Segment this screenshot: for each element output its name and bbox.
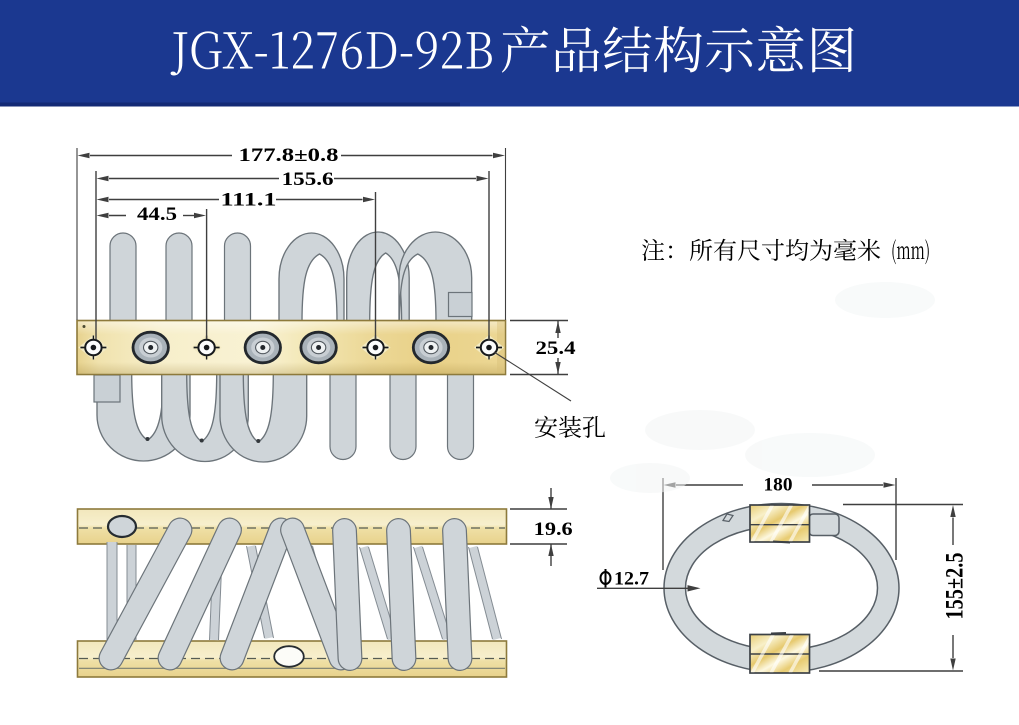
svg-text:155.6: 155.6	[282, 169, 334, 190]
svg-text:155±2.5: 155±2.5	[940, 553, 969, 620]
svg-text:111.1: 111.1	[221, 190, 277, 211]
svg-text:180: 180	[764, 475, 793, 496]
svg-text:12.7: 12.7	[614, 569, 650, 590]
svg-text:44.5: 44.5	[137, 204, 177, 225]
svg-text:19.6: 19.6	[534, 519, 573, 540]
svg-text:177.8±0.8: 177.8±0.8	[239, 145, 339, 166]
svg-text:25.4: 25.4	[536, 338, 577, 359]
